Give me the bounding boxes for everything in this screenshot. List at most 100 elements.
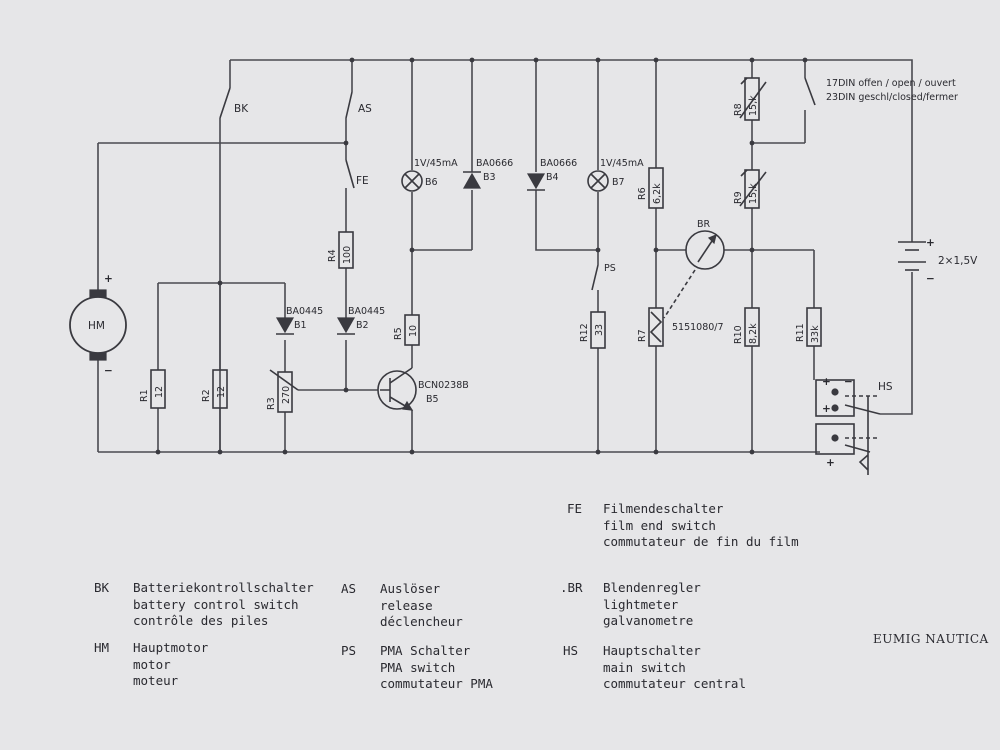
- label-r5-name: R5: [393, 327, 404, 340]
- legend-line: Blendenregler: [603, 580, 701, 595]
- label-b4-type: BA0666: [540, 158, 577, 169]
- label-r6-name: R6: [637, 187, 648, 200]
- label-r3-value: 270: [281, 386, 292, 404]
- legend-line: Hauptmotor: [133, 640, 209, 655]
- label-r4-name: R4: [327, 249, 338, 262]
- label-r12-name: R12: [579, 323, 590, 342]
- legend-line: commutateur central: [603, 676, 746, 691]
- label-r2-value: 12: [216, 386, 227, 398]
- resistor-r8: [739, 77, 767, 121]
- legend-abbr: FE: [567, 501, 583, 516]
- transistor-b5: [377, 367, 417, 411]
- label-as: AS: [358, 103, 372, 115]
- label-b2-name: B2: [356, 320, 369, 331]
- label-r6-value: 6,2k: [652, 183, 663, 204]
- switch-din: [804, 77, 816, 143]
- legend-line: PMA Schalter: [380, 643, 471, 658]
- label-r1-name: R1: [139, 389, 150, 402]
- label-battery: 2×1,5V: [938, 255, 978, 267]
- legend-line: main switch: [603, 659, 686, 675]
- label-b3-type: BA0666: [476, 158, 513, 169]
- resistor-r7: [648, 307, 664, 347]
- label-r9-name: R9: [733, 191, 744, 204]
- label-b7-name: B7: [612, 177, 625, 188]
- legend-line: PMA switch: [380, 659, 456, 675]
- switch-ps: [591, 264, 599, 291]
- diode-b3: [462, 171, 482, 189]
- label-hm-plus: +: [104, 273, 113, 285]
- label-r2-name: R2: [201, 389, 212, 402]
- label-b3-name: B3: [483, 172, 496, 183]
- legend-line: commutateur PMA: [380, 676, 493, 691]
- diode-b2: [336, 317, 356, 335]
- legend-line: battery control switch: [133, 596, 299, 612]
- label-hs: HS: [878, 381, 893, 393]
- label-r10-name: R10: [733, 325, 744, 344]
- label-ps: PS: [604, 263, 616, 274]
- legend-line: Batteriekontrollschalter: [133, 580, 314, 595]
- legend-line: motor: [133, 656, 171, 672]
- resistor-r1: [150, 369, 166, 409]
- label-b1-type: BA0445: [286, 306, 323, 317]
- legend-abbr: HS: [563, 643, 579, 658]
- label-bk: BK: [234, 103, 249, 115]
- label-b6-rating: 1V/45mA: [414, 158, 458, 169]
- galvanometer-br: [663, 230, 725, 319]
- label-r3-name: R3: [266, 397, 277, 410]
- lamp-b6: [401, 170, 423, 192]
- label-fe: FE: [356, 175, 369, 187]
- label-hs-minus-1: −: [844, 376, 853, 388]
- resistor-r9: [739, 169, 767, 209]
- label-hm-minus: −: [104, 365, 113, 377]
- label-b7-rating: 1V/45mA: [600, 158, 644, 169]
- legend-abbr: HM: [94, 640, 110, 655]
- label-b5-type: BCN0238B: [418, 380, 469, 391]
- label-r5-value: 10: [408, 325, 419, 337]
- resistor-r5: [404, 314, 420, 346]
- diode-b1: [275, 317, 295, 335]
- label-battery-minus: −: [926, 273, 935, 285]
- battery: [898, 241, 926, 271]
- legend-abbr: .BR: [560, 580, 583, 595]
- switch-fe: [345, 159, 355, 189]
- legend-line: release: [380, 597, 433, 613]
- brand-label: EUMIG NAUTICA: [873, 632, 989, 646]
- label-r7-type: 5151080/7: [672, 322, 724, 333]
- resistor-r10: [744, 307, 760, 347]
- label-r10-value: 8,2k: [748, 323, 759, 344]
- legend-abbr: AS: [341, 581, 357, 596]
- legend-abbr: BK: [94, 580, 110, 595]
- wires: [97, 59, 913, 453]
- legend-line: contrôle des piles: [133, 613, 269, 628]
- resistor-r12: [590, 311, 606, 349]
- label-r11-value: 33k: [810, 325, 821, 343]
- legend-abbr: PS: [341, 643, 357, 658]
- legend-line: Auslöser: [380, 581, 441, 596]
- resistor-r3: [269, 369, 299, 413]
- legend-line: film end switch: [603, 517, 716, 533]
- main-switch-hs: [815, 379, 881, 475]
- label-hs-plus-2: +: [822, 403, 831, 415]
- label-r8-value: 15,k: [748, 95, 759, 116]
- label-r12-value: 33: [594, 324, 605, 336]
- resistor-r11: [806, 307, 822, 347]
- label-b1-name: B1: [294, 320, 307, 331]
- label-hm: HM: [88, 320, 105, 332]
- label-battery-plus: +: [926, 237, 935, 249]
- legend-line: Hauptschalter: [603, 643, 701, 658]
- label-din-line1: 17DIN offen / open / ouvert: [826, 78, 956, 89]
- label-b2-type: BA0445: [348, 306, 385, 317]
- legend-line: galvanometre: [603, 613, 694, 628]
- label-b5-name: B5: [426, 394, 439, 405]
- diode-b4: [526, 173, 546, 191]
- legend-line: déclencheur: [380, 614, 463, 629]
- legend-line: moteur: [133, 673, 179, 688]
- switch-as: [345, 91, 353, 119]
- legend-line: Filmendeschalter: [603, 501, 724, 516]
- label-din-line2: 23DIN geschl/closed/fermer: [826, 92, 958, 103]
- resistor-r2: [212, 369, 228, 409]
- label-b4-name: B4: [546, 172, 559, 183]
- label-br: BR: [697, 219, 711, 230]
- motor-hm: [69, 289, 127, 361]
